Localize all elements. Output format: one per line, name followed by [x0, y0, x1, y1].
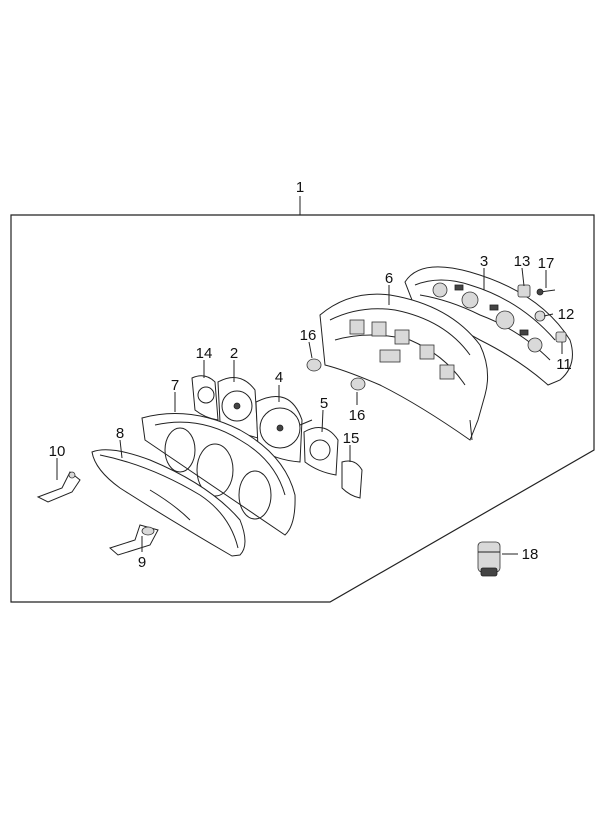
fastener-parts [517, 284, 567, 343]
bracket-part [36, 471, 81, 503]
callout-labels: 1 2 3 4 5 6 7 8 9 10 11 12 13 14 15 16 1… [49, 179, 575, 571]
callout-12: 12 [558, 306, 575, 323]
assembly-frame [10, 196, 595, 603]
callout-9: 9 [138, 554, 146, 571]
lower-bracket-part [109, 524, 159, 556]
callout-16-lower: 16 [349, 407, 366, 424]
callout-6: 6 [385, 270, 393, 287]
callout-1: 1 [296, 179, 304, 196]
callout-17: 17 [538, 255, 555, 272]
sensor-part [477, 541, 501, 577]
callout-5: 5 [320, 395, 328, 412]
fuel-gauge-face-part [303, 427, 339, 476]
callout-14: 14 [196, 345, 213, 362]
front-cover-part [91, 449, 246, 557]
temp-gauge-face-part [341, 460, 363, 499]
callout-8: 8 [116, 425, 124, 442]
small-gauge-face-part [191, 375, 219, 421]
callout-11: 11 [556, 356, 572, 373]
circuit-board-part [404, 266, 573, 386]
callout-16-upper: 16 [300, 327, 317, 344]
callout-10: 10 [49, 443, 66, 460]
callout-13: 13 [514, 253, 531, 270]
callout-3: 3 [480, 253, 488, 270]
gauge-bezel-part [141, 413, 296, 536]
cap-part [306, 358, 366, 391]
rear-housing-part [319, 293, 489, 441]
callout-15: 15 [343, 430, 360, 447]
leader-lines [56, 267, 563, 555]
callout-7: 7 [171, 377, 179, 394]
callout-4: 4 [275, 369, 283, 386]
callout-18: 18 [522, 546, 539, 563]
callout-2: 2 [230, 345, 238, 362]
